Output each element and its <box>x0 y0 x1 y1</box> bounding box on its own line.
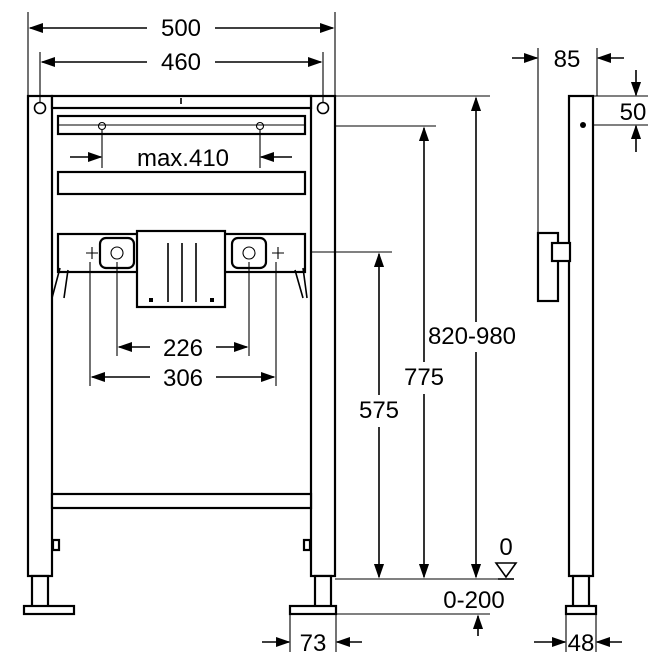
right-foot-plate <box>288 604 338 616</box>
left-foot-plate <box>22 604 76 616</box>
dim-crossbar-height: 775 <box>404 364 444 391</box>
right-bolt <box>302 538 312 552</box>
side-foot-plate <box>564 604 598 616</box>
mounting-hole-left <box>33 101 47 115</box>
bottom-rail <box>50 492 313 510</box>
connector-crosshairs <box>86 247 284 259</box>
dim-side-foot: 48 <box>568 630 595 657</box>
center-plate <box>135 229 227 309</box>
dimension-lines: 500 460 max.410 226 306 575 <box>27 12 648 657</box>
side-view <box>536 94 598 616</box>
dim-bracket-outer: 306 <box>163 365 203 392</box>
left-upright <box>26 94 54 578</box>
right-connector-hole <box>242 246 256 260</box>
dim-overall-width: 500 <box>161 15 201 42</box>
front-view <box>22 94 338 616</box>
left-connector-hole <box>110 246 124 260</box>
dim-frame-height-range: 820-980 <box>428 323 516 350</box>
dim-max-adjust: max.410 <box>137 145 229 172</box>
dim-side-top-offset: 50 <box>620 99 647 126</box>
side-upright <box>567 94 595 578</box>
dim-floor-adjust: 0-200 <box>443 587 504 614</box>
side-bracket-block <box>550 241 572 263</box>
crossbar-screw-right <box>255 121 265 131</box>
crossbar-screw-left <box>97 121 107 131</box>
bracket-clips <box>51 267 308 299</box>
plate-hole-1 <box>149 298 153 302</box>
plate-hole-2 <box>210 298 214 302</box>
left-bolt <box>51 538 61 552</box>
right-upright <box>309 94 337 578</box>
dim-floor-zero: 0 <box>499 534 512 561</box>
dim-bracket-height: 575 <box>359 397 399 424</box>
floor-level-triangle <box>494 562 518 579</box>
dim-hole-spacing: 460 <box>161 49 201 76</box>
lower-crossbar <box>56 170 307 196</box>
dim-foot-width: 73 <box>300 630 327 657</box>
dim-bracket-inner: 226 <box>163 335 203 362</box>
dim-side-depth: 85 <box>554 46 581 73</box>
side-hole <box>580 122 586 128</box>
mounting-hole-right <box>316 101 330 115</box>
